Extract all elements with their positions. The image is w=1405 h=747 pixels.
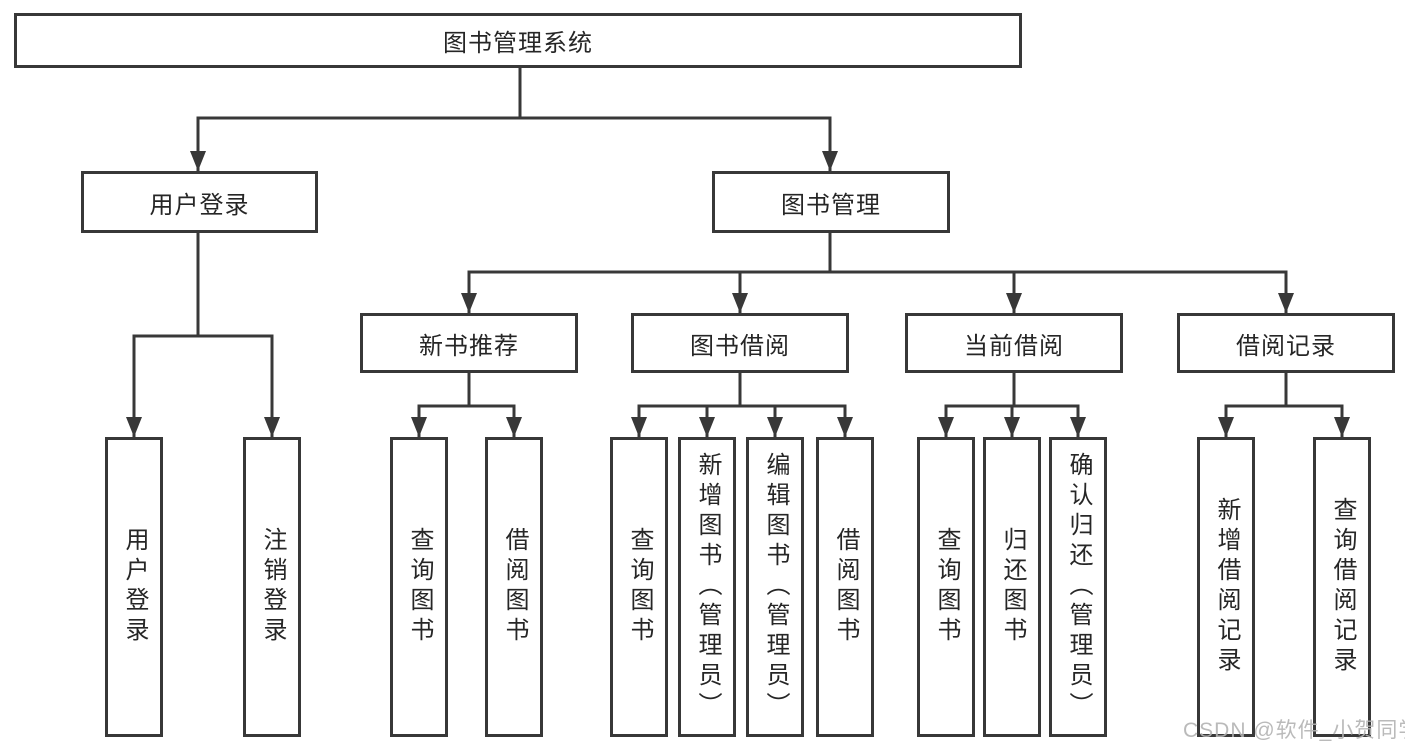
node-book-borrow: 图书借阅: [631, 313, 849, 373]
connector-lines: [126, 68, 1350, 437]
leaf-borrow-edit-books-admin-label: 编辑图书（管理员）: [762, 452, 789, 722]
node-new-book-recommend-label: 新书推荐: [419, 332, 519, 360]
leaf-borrow-edit-books-admin: 编辑图书（管理员）: [746, 437, 804, 737]
leaf-logout-label: 注销登录: [259, 527, 286, 647]
node-current-borrow-label: 当前借阅: [964, 332, 1064, 360]
leaf-records-add-record-label: 新增借阅记录: [1213, 497, 1240, 677]
leaf-borrow-borrow-books: 借阅图书: [816, 437, 874, 737]
node-current-borrow: 当前借阅: [905, 313, 1123, 373]
leaf-user-login-label: 用户登录: [121, 527, 148, 647]
node-root: 图书管理系统: [14, 13, 1022, 68]
leaf-borrow-add-books-admin-label: 新增图书（管理员）: [694, 452, 721, 722]
leaf-user-login: 用户登录: [105, 437, 163, 737]
leaf-logout: 注销登录: [243, 437, 301, 737]
node-new-book-recommend: 新书推荐: [360, 313, 578, 373]
node-book-management: 图书管理: [712, 171, 950, 233]
node-book-borrow-label: 图书借阅: [690, 332, 790, 360]
leaf-records-add-record: 新增借阅记录: [1197, 437, 1255, 737]
leaf-recommend-query-books: 查询图书: [390, 437, 448, 737]
leaf-current-query-books-label: 查询图书: [933, 527, 960, 647]
leaf-current-return-books-label: 归还图书: [999, 527, 1026, 647]
node-book-management-label: 图书管理: [781, 191, 881, 219]
leaf-borrow-query-books: 查询图书: [610, 437, 668, 737]
leaf-current-return-books: 归还图书: [983, 437, 1041, 737]
leaf-borrow-add-books-admin: 新增图书（管理员）: [678, 437, 736, 737]
leaf-recommend-query-books-label: 查询图书: [406, 527, 433, 647]
leaf-records-query-record: 查询借阅记录: [1313, 437, 1371, 737]
leaf-current-confirm-return-admin-label: 确认归还（管理员）: [1065, 452, 1092, 722]
leaf-recommend-borrow-books-label: 借阅图书: [501, 527, 528, 647]
leaf-borrow-borrow-books-label: 借阅图书: [832, 527, 859, 647]
node-borrow-records: 借阅记录: [1177, 313, 1395, 373]
leaf-recommend-borrow-books: 借阅图书: [485, 437, 543, 737]
leaf-current-confirm-return-admin: 确认归还（管理员）: [1049, 437, 1107, 737]
leaf-current-query-books: 查询图书: [917, 437, 975, 737]
node-root-label: 图书管理系统: [443, 30, 593, 57]
csdn-watermark: CSDN @软件_小贺同学: [1183, 719, 1405, 742]
leaf-records-query-record-label: 查询借阅记录: [1329, 497, 1356, 677]
node-user-login: 用户登录: [81, 171, 318, 233]
node-borrow-records-label: 借阅记录: [1236, 332, 1336, 360]
node-user-login-label: 用户登录: [149, 191, 250, 219]
leaf-borrow-query-books-label: 查询图书: [626, 527, 653, 647]
